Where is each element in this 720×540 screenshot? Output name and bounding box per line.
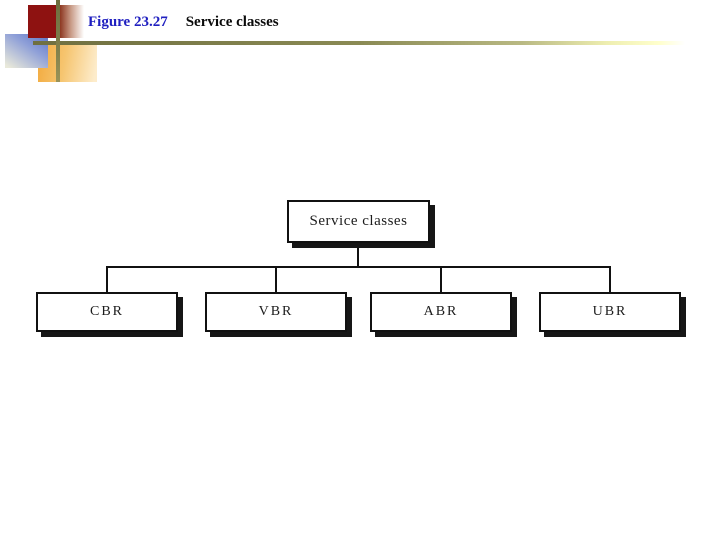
decor-vertical-line <box>56 0 60 82</box>
child-node-abr: ABR <box>370 292 512 332</box>
child-node-cbr: CBR <box>36 292 178 332</box>
connector-drop-abr <box>440 266 442 292</box>
decor-horizontal-rule <box>33 41 685 45</box>
decor-blue-square <box>5 34 48 68</box>
figure-number-label: Figure 23.27 <box>88 14 168 30</box>
slide-header: Figure 23.27 Service classes <box>88 13 279 31</box>
root-node-service-classes: Service classes <box>287 200 430 243</box>
figure-caption: Service classes <box>185 14 279 30</box>
connector-root-stub <box>357 243 359 268</box>
decor-red-fade <box>60 5 84 38</box>
connector-drop-vbr <box>275 266 277 292</box>
connector-crossbar <box>106 266 611 268</box>
child-node-vbr: VBR <box>205 292 347 332</box>
decor-red-square <box>28 5 57 38</box>
child-node-ubr: UBR <box>539 292 681 332</box>
connector-drop-ubr <box>609 266 611 292</box>
connector-drop-cbr <box>106 266 108 292</box>
